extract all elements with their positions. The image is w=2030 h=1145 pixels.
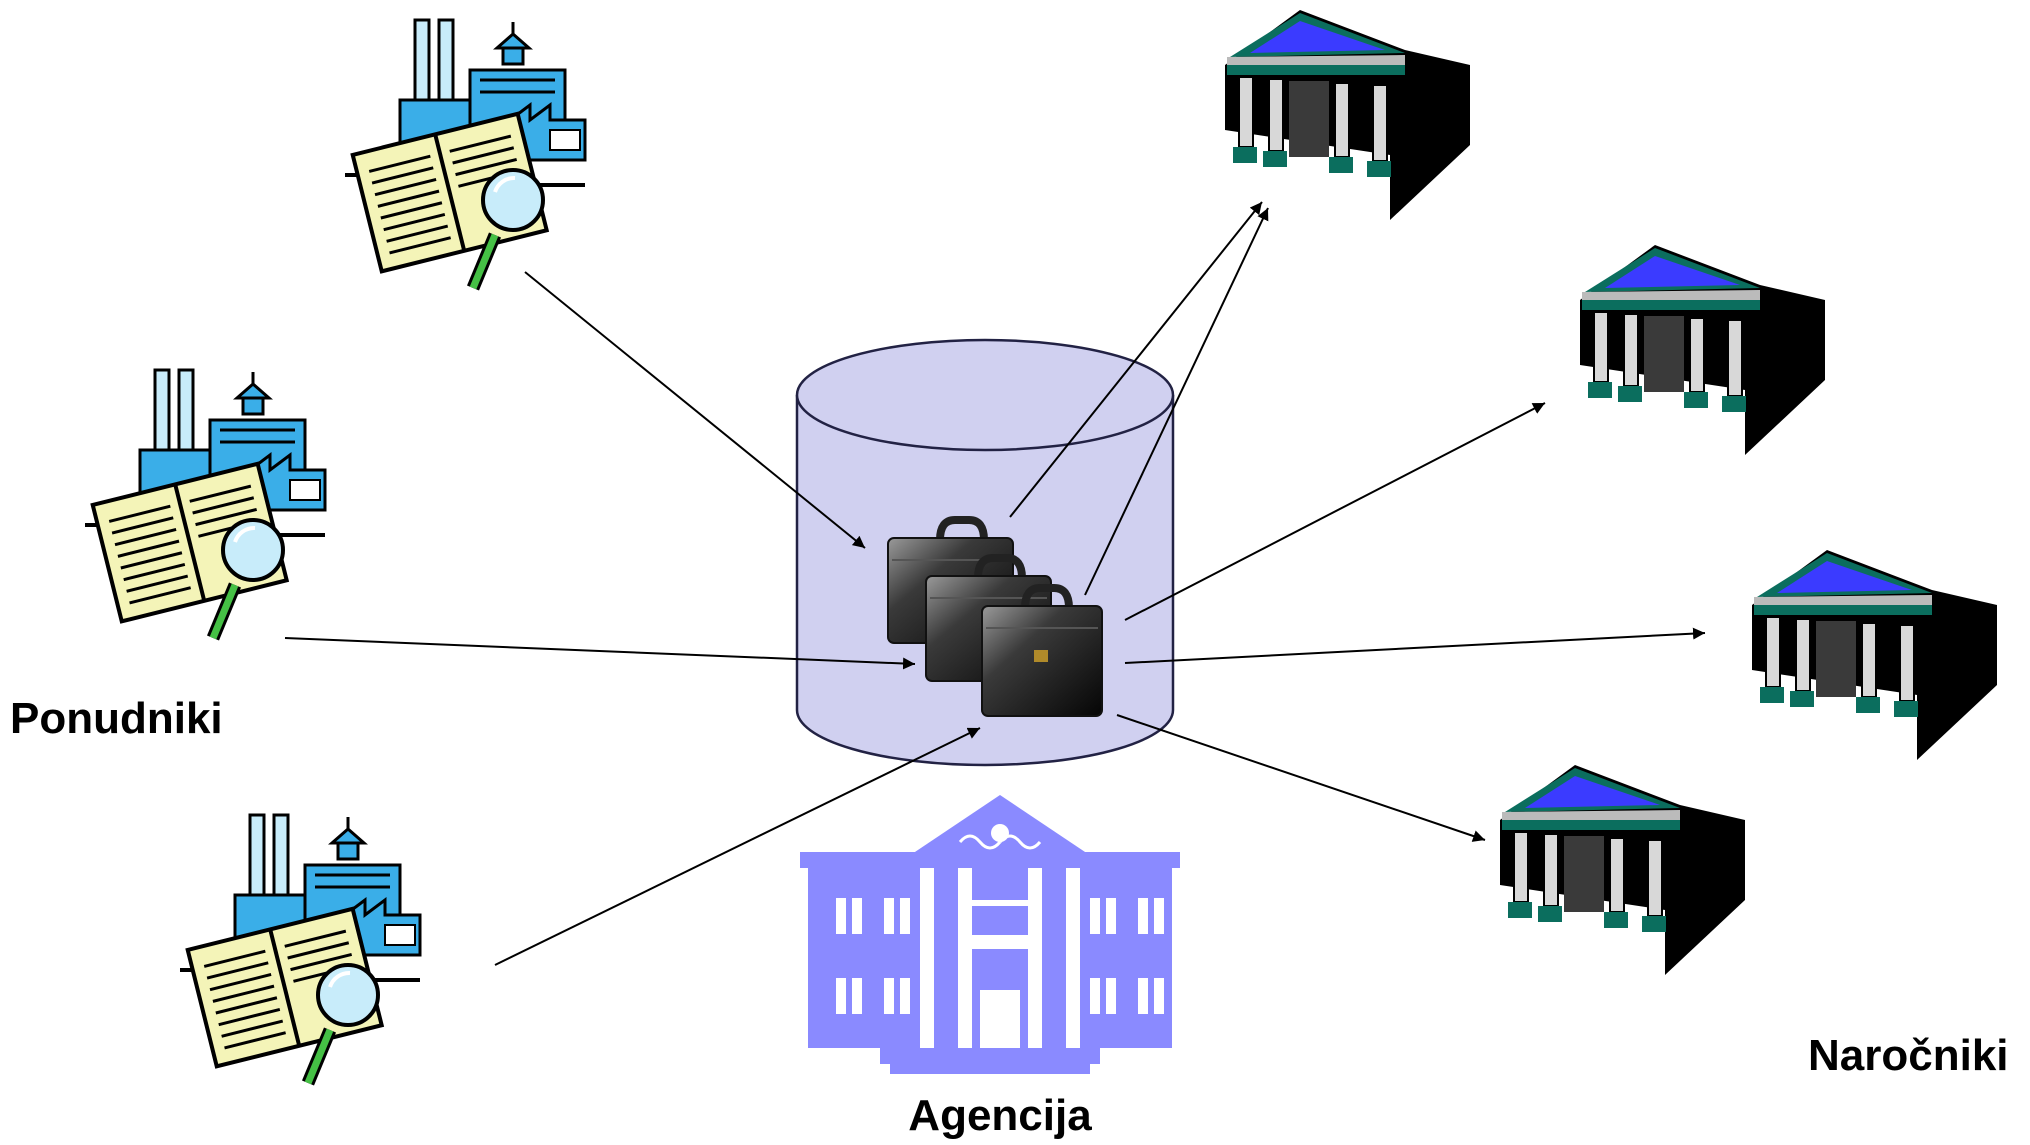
suppliers-label: Ponudniki [10, 694, 223, 743]
supplier-icon-2 [85, 370, 325, 638]
clients-label: Naročniki [1808, 1031, 2009, 1080]
supplier-icon-1 [345, 20, 585, 288]
client-bank-icon-2 [1579, 244, 1826, 456]
arrow-repo-to-client1b [1084, 207, 1269, 596]
client-bank-icon-1 [1224, 9, 1471, 221]
arrow-repo-to-client3 [1124, 627, 1706, 664]
supplier-icon-3 [180, 815, 420, 1083]
flow-arrows [284, 201, 1706, 966]
arrow-repo-to-client4 [1116, 714, 1486, 842]
arrow-repo-to-client2 [1124, 402, 1546, 621]
arrow-supplier1-to-repo [524, 271, 866, 549]
client-bank-icon-3 [1751, 549, 1998, 761]
agency-label: Agencija [908, 1091, 1092, 1140]
arrow-repo-to-client1a [1009, 201, 1263, 518]
arrow-supplier3-to-repo [494, 727, 981, 966]
briefcase-stack-icon [887, 516, 1103, 717]
arrow-supplier2-to-repo [284, 637, 916, 670]
client-bank-icon-4 [1499, 764, 1746, 976]
government-building-icon [800, 795, 1180, 1074]
